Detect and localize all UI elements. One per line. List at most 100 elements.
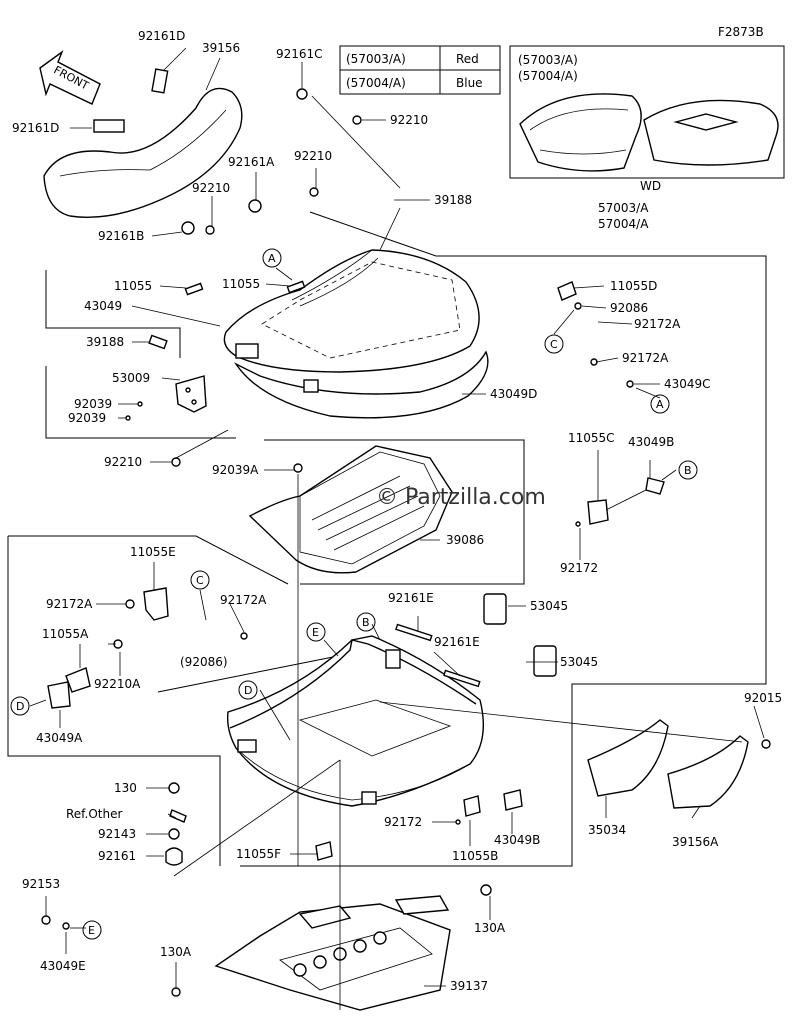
latch-53045-a (483, 593, 507, 625)
color-name-1: Red (456, 52, 479, 66)
part-label: 92172 (560, 561, 598, 575)
bracket-11055C (587, 477, 665, 525)
figure-id: F2873B (718, 25, 764, 39)
part-label: 43049B (628, 435, 674, 449)
part-label: 92086 (610, 301, 648, 315)
leader-lines (29, 47, 765, 1010)
part-label: 92210A (94, 677, 141, 691)
part-label: 11055B (452, 849, 498, 863)
frame-tray (264, 439, 525, 585)
part-label: 92039A (212, 463, 259, 477)
part-labels: 92161D 39156 92161C 92210 92161D 92161A … (12, 29, 782, 993)
part-label: 39086 (446, 533, 484, 547)
inset-panel: (57003/A) (57004/A) WD (509, 45, 785, 193)
part-label: 39156A (672, 835, 719, 849)
part-label: 92143 (98, 827, 136, 841)
part-label: 92210 (390, 113, 428, 127)
part-label: 11055F (236, 847, 281, 861)
part-label: 43049E (40, 959, 86, 973)
svg-text:C: C (550, 338, 558, 351)
color-name-2: Blue (456, 76, 483, 90)
inset-caption: WD (640, 179, 661, 193)
callout-c-2: C (190, 570, 210, 590)
svg-text:B: B (684, 464, 692, 477)
part-label: 53045 (530, 599, 568, 613)
part-label: 92039 (74, 397, 112, 411)
hardware-pieces (41, 88, 771, 997)
top-case-body (226, 635, 485, 807)
watermark: © Partzilla.com (376, 485, 546, 510)
svg-text:A: A (656, 398, 664, 411)
part-label: 57004/A (598, 217, 649, 231)
svg-text:E: E (88, 924, 95, 937)
part-label: 92161C (276, 47, 323, 61)
part-label: Ref.Other (66, 807, 122, 821)
shield-39156A (667, 735, 749, 809)
frame-upper-left (45, 270, 181, 358)
part-label: 43049A (36, 731, 83, 745)
callout-d-1: D (238, 680, 258, 700)
callout-b-2: B (356, 612, 376, 632)
callout-e-1: E (306, 622, 326, 642)
part-label: 92210 (104, 455, 142, 469)
part-label: 92161D (12, 121, 59, 135)
part-label: 92172A (220, 593, 267, 607)
callout-a-1: A (262, 248, 282, 268)
part-label: 39188 (434, 193, 472, 207)
svg-text:E: E (312, 626, 319, 639)
part-label: 11055D (610, 279, 657, 293)
part-label: 92161B (98, 229, 144, 243)
part-label: 43049 (84, 299, 122, 313)
part-label: 92210 (294, 149, 332, 163)
part-label: 92015 (744, 691, 782, 705)
svg-text:B: B (362, 616, 370, 629)
part-label: 130A (474, 921, 506, 935)
svg-text:D: D (16, 700, 24, 713)
inner-tray (248, 445, 453, 574)
part-label: 92161A (228, 155, 275, 169)
part-label: 130 (114, 781, 137, 795)
front-arrow-icon: FRONT (39, 50, 101, 105)
frame-lower-left (8, 535, 289, 585)
part-label: 43049C (664, 377, 711, 391)
hinge-53009 (175, 375, 207, 413)
part-label: 35034 (588, 823, 626, 837)
callout-a-2: A (650, 394, 670, 414)
part-label: 11055C (568, 431, 615, 445)
svg-text:A: A (268, 252, 276, 265)
callout-c-1: C (544, 334, 564, 354)
part-label: 92161E (434, 635, 480, 649)
part-label: 11055A (42, 627, 89, 641)
part-label: 92161E (388, 591, 434, 605)
callout-b-1: B (678, 460, 698, 480)
part-label: 11055 (222, 277, 260, 291)
part-label: 92210 (192, 181, 230, 195)
part-label: 57003/A (598, 201, 649, 215)
frame-right (240, 211, 767, 867)
color-code-1: (57003/A) (346, 52, 406, 66)
part-label: 92161 (98, 849, 136, 863)
color-table: (57003/A) Red (57004/A) Blue (339, 45, 501, 95)
part-label: 39156 (202, 41, 240, 55)
color-code-2: (57004/A) (346, 76, 406, 90)
pad-clip-icon (93, 119, 125, 133)
part-label: 11055E (130, 545, 176, 559)
part-label: 39188 (86, 335, 124, 349)
svg-text:C: C (196, 574, 204, 587)
part-label: 53009 (112, 371, 150, 385)
inset-code-2: (57004/A) (518, 69, 578, 83)
part-label: 53045 (560, 655, 598, 669)
frame-hinge (45, 366, 236, 439)
part-label: 11055 (114, 279, 152, 293)
latch-53045-b (533, 645, 557, 677)
part-label: 92039 (68, 411, 106, 425)
strip-92161E-a (395, 623, 433, 642)
backrest-pad (43, 68, 243, 218)
mounting-rack (214, 895, 451, 1011)
part-label: 92172 (384, 815, 422, 829)
pad-clip-icon (151, 68, 169, 94)
callout-d-2: D (10, 696, 30, 716)
part-label: 39137 (450, 979, 488, 993)
shield-35034 (587, 719, 669, 797)
part-label: 43049B (494, 833, 540, 847)
